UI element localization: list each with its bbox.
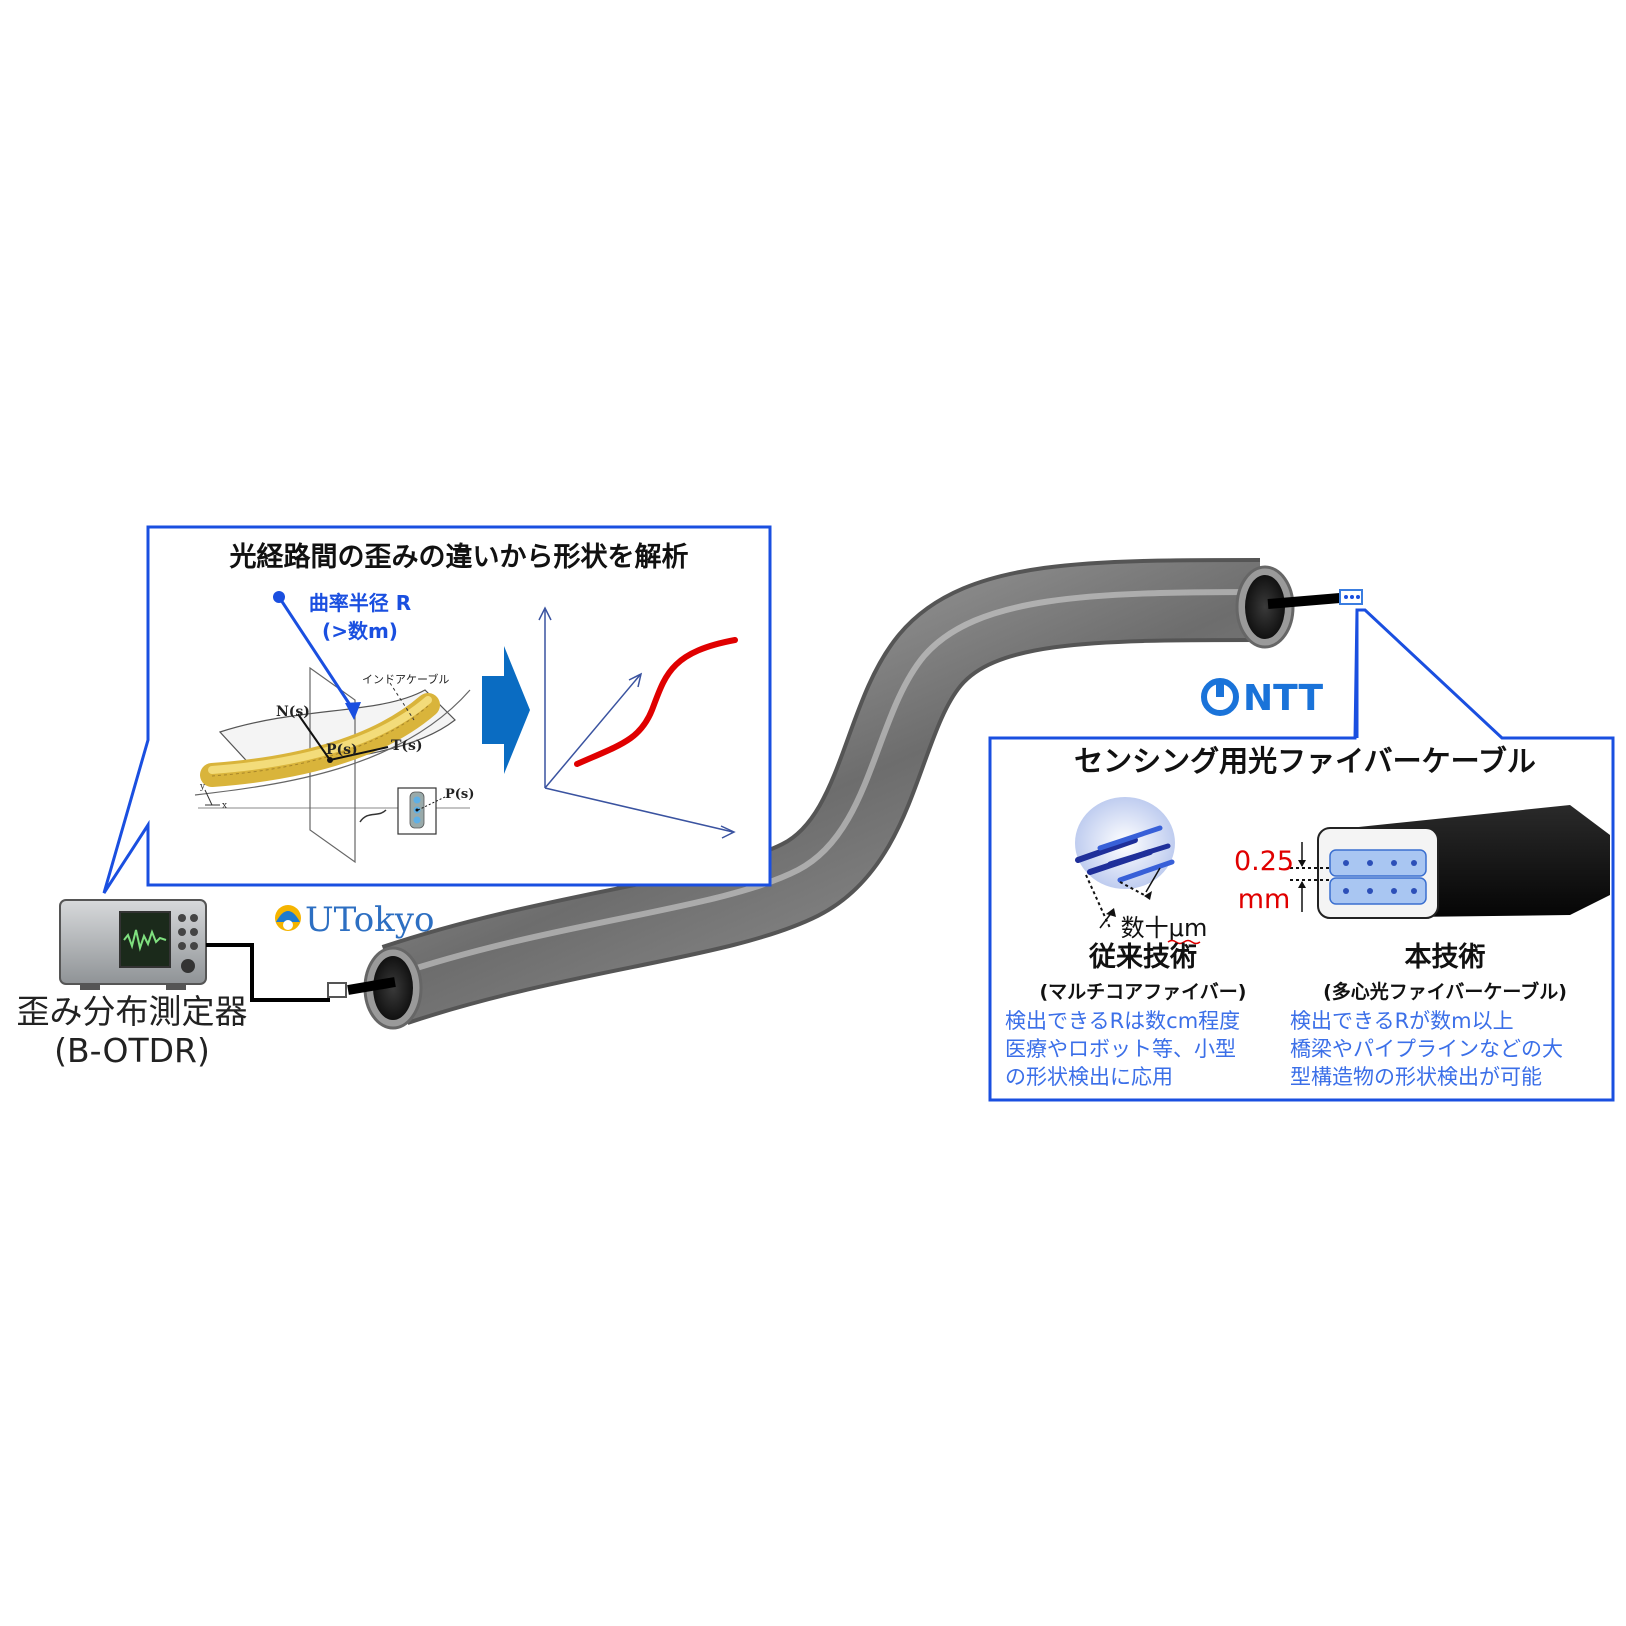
curvature-sub-label: (>数m) (322, 619, 398, 643)
device-cable (206, 943, 330, 1002)
conventional-desc-1: 検出できるRは数cm程度 (1005, 1009, 1240, 1033)
multifiber-cable-illustration (1290, 805, 1610, 919)
multicore-fiber-illustration (1075, 797, 1175, 929)
label-n: N(s) (276, 704, 310, 720)
curvature-radius-line (277, 596, 356, 712)
dimension-value: 0.25 (1234, 846, 1294, 877)
proposed-name: 本技術 (1405, 942, 1486, 973)
indoor-cable-label: インドアケーブル (362, 672, 449, 686)
device-model: (B-OTDR) (54, 1031, 210, 1070)
pipe (363, 558, 1295, 1030)
proposed-desc-3: 型構造物の形状検出が可能 (1290, 1065, 1542, 1089)
inset-label-p: P(s) (445, 787, 474, 802)
proposed-desc-1: 検出できるRが数m以上 (1290, 1009, 1514, 1033)
shape-curve (574, 637, 738, 767)
cable-stub-left (327, 977, 396, 998)
device-name: 歪み分布測定器 (17, 992, 248, 1031)
analysis-panel: 光経路間の歪みの違いから形状を解析 y x N(s) P(s) T(s) インド… (102, 525, 772, 894)
dimension-unit: mm (1238, 884, 1291, 915)
conventional-desc-2: 医療やロボット等、小型 (1005, 1037, 1236, 1061)
proposed-desc-2: 橋梁やパイプラインなどの大 (1290, 1037, 1563, 1061)
cable-stub-right (1267, 589, 1363, 609)
conventional-desc-3: の形状検出に応用 (1005, 1065, 1173, 1089)
utokyo-text: UTokyo (305, 900, 434, 940)
conventional-name: 従来技術 (1088, 942, 1197, 973)
utokyo-logo: UTokyo (275, 900, 434, 940)
cable-panel: センシング用光ファイバーケーブル 数十μm (988, 608, 1615, 1102)
normal-vector (297, 713, 331, 761)
analysis-title: 光経路間の歪みの違いから形状を解析 (229, 541, 689, 573)
cable-panel-title: センシング用光ファイバーケーブル (1074, 744, 1536, 778)
analysis-arrow (482, 646, 530, 774)
ntt-text: NTT (1243, 678, 1324, 719)
measurement-device (59, 899, 207, 990)
axis-x-label: x (222, 801, 227, 811)
ntt-logo: NTT (1201, 678, 1324, 719)
conventional-scale: 数十μm (1121, 914, 1208, 942)
curvature-label: 曲率半径 R (309, 591, 411, 615)
yellow-cable (200, 693, 440, 787)
axis-y-label: y (199, 782, 206, 792)
tangent-vector (329, 746, 389, 761)
shape-plot (538, 606, 738, 839)
label-t: T(s) (391, 738, 423, 754)
proposed-sub: (多心光ファイバーケーブル) (1323, 980, 1567, 1003)
label-p: P(s) (326, 742, 358, 758)
conventional-sub: (マルチコアファイバー) (1040, 981, 1247, 1003)
